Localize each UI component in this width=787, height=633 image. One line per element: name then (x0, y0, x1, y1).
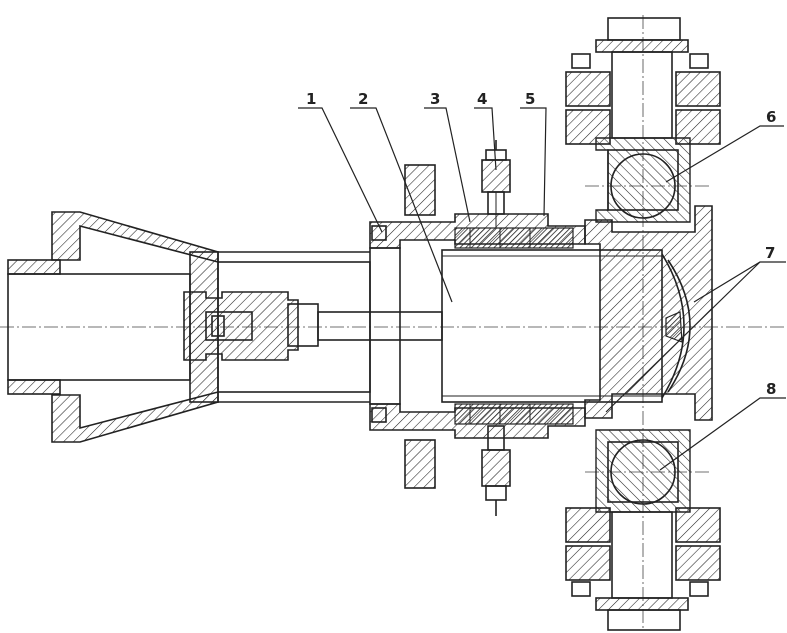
callout-4: 4 (477, 90, 487, 108)
packing-seals (454, 227, 574, 425)
leader-lines (298, 107, 786, 471)
callout-5: 5 (525, 90, 535, 108)
callout-1: 1 (306, 90, 316, 108)
crosshead-coupling (183, 291, 443, 361)
callout-2: 2 (358, 90, 368, 108)
suction-valve-8 (565, 429, 721, 631)
callout-8: 8 (766, 380, 776, 398)
discharge-valve-6 (565, 17, 721, 223)
pump-head-body (584, 205, 713, 421)
callout-6: 6 (766, 108, 776, 126)
lubricator-fitting-bottom (481, 425, 511, 516)
callout-7: 7 (765, 244, 775, 262)
cylinder-flange (369, 164, 586, 489)
callout-3: 3 (430, 90, 440, 108)
